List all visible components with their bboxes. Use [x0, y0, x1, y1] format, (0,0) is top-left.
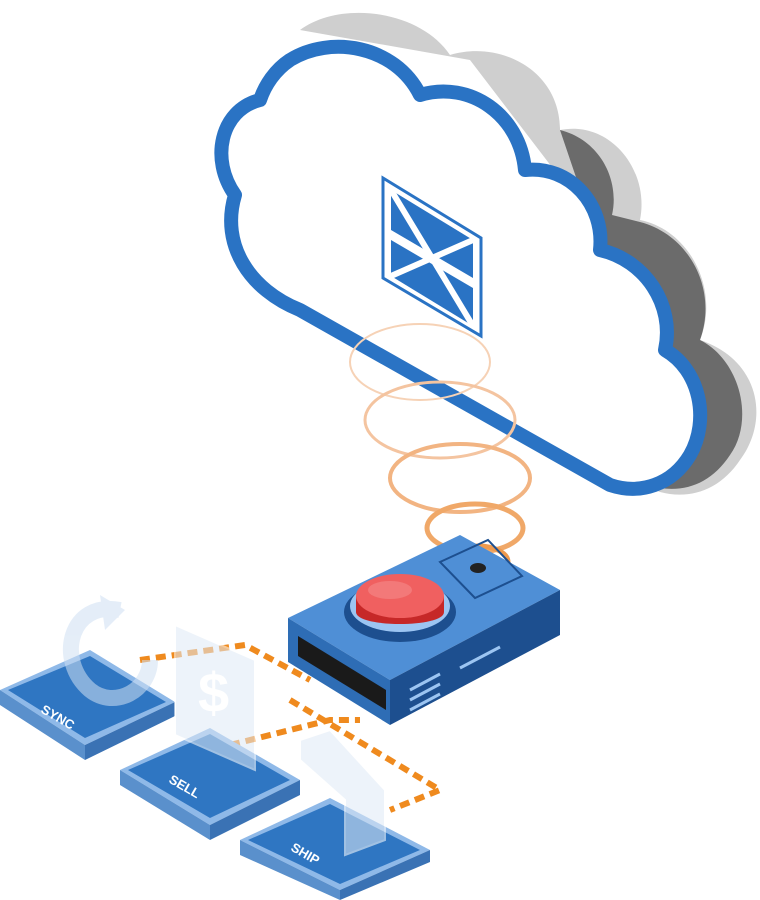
refresh-arrow-icon: [62, 595, 158, 707]
dollar-tag-icon: $: [174, 623, 256, 772]
hub-device: [288, 535, 560, 725]
tile-ship[interactable]: SHIP: [240, 798, 430, 900]
tile-sell[interactable]: SELL: [120, 728, 300, 840]
cloud-shadow-dark: [560, 130, 743, 489]
red-push-button[interactable]: [356, 574, 444, 624]
windows-logo-icon: [381, 175, 483, 339]
sensor-icon: [470, 563, 486, 573]
connector-ship: [288, 697, 447, 813]
connector-sell: [229, 717, 360, 748]
cloud: [214, 12, 757, 496]
forward-arrow-icon: [299, 728, 386, 857]
svg-text:$: $: [198, 661, 229, 724]
